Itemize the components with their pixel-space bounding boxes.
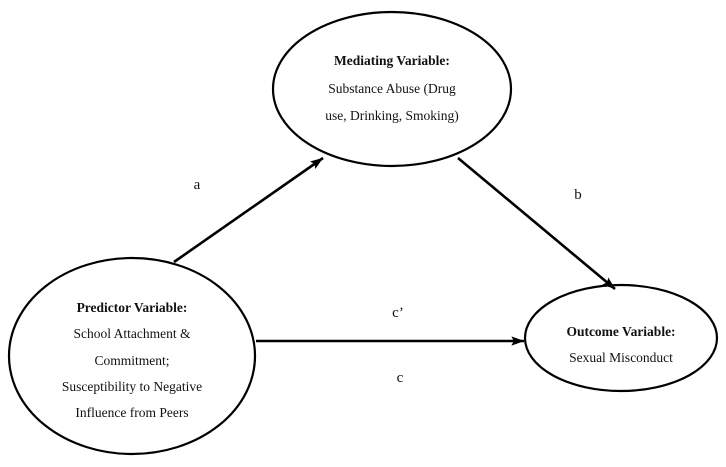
predictor-node-line: Susceptibility to Negative <box>62 379 202 394</box>
predictor-node-line: Commitment; <box>94 353 169 368</box>
path-a-label: a <box>194 177 201 193</box>
predictor-node-line: School Attachment & <box>74 326 191 341</box>
path-a-arrow <box>173 156 324 264</box>
mediator-node <box>271 10 513 168</box>
predictor-node <box>7 256 257 456</box>
predictor-node-line: Influence from Peers <box>75 405 188 420</box>
mediator-node-title: Mediating Variable: <box>334 53 450 68</box>
outcome-node-title: Outcome Variable: <box>566 324 675 339</box>
outcome-node-line: Sexual Misconduct <box>569 350 673 365</box>
mediator-node-line: use, Drinking, Smoking) <box>325 108 459 123</box>
path-b-arrow <box>457 157 616 290</box>
path-b-label: b <box>574 187 582 203</box>
path-c-label: c <box>397 370 404 386</box>
mediator-node-line: Substance Abuse (Drug <box>328 81 456 96</box>
outcome-node <box>523 283 719 393</box>
predictor-node-title: Predictor Variable: <box>77 300 188 315</box>
path-c-prime-label: c’ <box>392 305 404 321</box>
